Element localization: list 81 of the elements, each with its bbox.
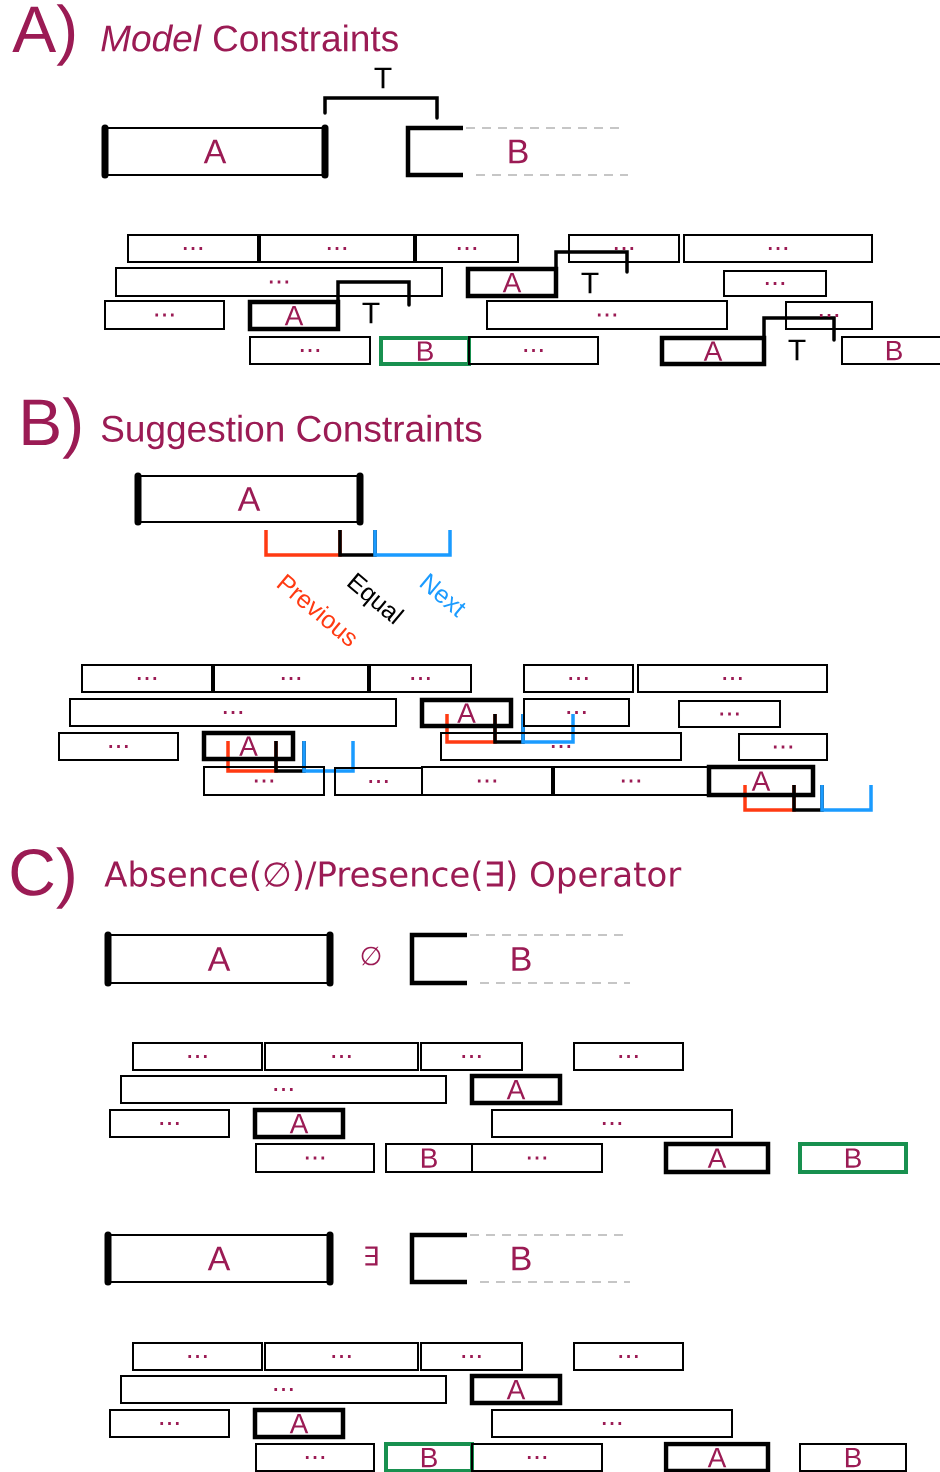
- event-box: B: [379, 336, 471, 366]
- event-box: ...: [109, 1409, 230, 1438]
- event-box: ...: [491, 1409, 733, 1438]
- section-letter: A): [12, 4, 75, 66]
- event-box: A: [252, 1107, 346, 1140]
- event-box: ...: [420, 1042, 523, 1071]
- open-interval: B: [405, 125, 629, 178]
- section-title: Model Constraints: [101, 24, 398, 52]
- event-box: A: [201, 730, 296, 762]
- event-box: ...: [127, 234, 259, 263]
- event-box: ...: [213, 664, 369, 693]
- event-box: B: [385, 1143, 473, 1173]
- event-box: ...: [440, 732, 682, 761]
- event-box: ...: [259, 234, 415, 263]
- event-box: ...: [523, 664, 634, 693]
- event-box: ...: [115, 267, 443, 297]
- event-box: ...: [723, 270, 827, 297]
- event-box: A: [663, 1441, 771, 1472]
- interval-box: A: [101, 124, 329, 179]
- event-box: ...: [486, 300, 728, 330]
- event-box: ...: [491, 1109, 733, 1138]
- event-box: A: [419, 697, 514, 729]
- section-letter: B): [23, 397, 81, 459]
- event-box: ...: [69, 698, 397, 727]
- interval-box: A: [104, 1231, 334, 1286]
- event-box: B: [841, 336, 940, 365]
- event-box: ...: [109, 1109, 230, 1138]
- event-box: ...: [334, 767, 423, 796]
- event-box: ...: [58, 732, 179, 761]
- event-box: ...: [203, 766, 325, 796]
- event-box: A: [469, 1373, 563, 1406]
- event-box: ...: [468, 336, 599, 365]
- event-box: A: [465, 266, 559, 299]
- event-box: ...: [738, 733, 828, 761]
- time-label: T: [581, 272, 599, 294]
- event-box: ...: [369, 664, 472, 693]
- open-interval: B: [409, 932, 631, 986]
- event-box: ...: [683, 234, 873, 263]
- event-box: ...: [132, 1342, 263, 1371]
- event-box: ...: [255, 1443, 375, 1472]
- time-label: T: [788, 339, 806, 361]
- interval-box: A: [134, 472, 364, 526]
- event-box: A: [659, 335, 767, 367]
- section-title: Suggestion Constraints: [101, 414, 482, 450]
- event-box: ...: [264, 1342, 419, 1371]
- event-box: ...: [249, 336, 371, 365]
- event-box: ...: [637, 664, 828, 693]
- event-box: A: [252, 1407, 346, 1440]
- event-box: A: [247, 299, 341, 332]
- event-box: ...: [420, 1342, 523, 1371]
- event-box: ...: [573, 1342, 684, 1371]
- event-box: ...: [471, 1143, 603, 1173]
- open-interval: B: [409, 1232, 631, 1285]
- event-box: ...: [132, 1042, 263, 1071]
- event-box: ...: [471, 1443, 603, 1472]
- section-letter: C): [11, 847, 74, 909]
- section-title: Absence(∅)/Presence(∃) Operator: [104, 860, 682, 894]
- time-label: T: [362, 302, 380, 324]
- event-box: ...: [255, 1143, 375, 1173]
- event-box: ...: [81, 664, 213, 693]
- event-box: ...: [120, 1375, 447, 1404]
- operator-symbol: ∅: [361, 946, 381, 966]
- event-box: ...: [421, 766, 553, 796]
- operator-symbol: ∃: [365, 1246, 378, 1266]
- event-box: B: [799, 1443, 907, 1472]
- event-box: ...: [523, 698, 630, 727]
- event-box: ...: [553, 766, 709, 796]
- event-box: ...: [264, 1042, 419, 1071]
- event-box: ...: [573, 1042, 684, 1071]
- interval-box: A: [104, 931, 334, 987]
- event-box: B: [384, 1442, 474, 1472]
- event-box: B: [798, 1142, 908, 1174]
- event-box: A: [663, 1141, 771, 1175]
- event-box: ...: [120, 1075, 447, 1104]
- event-box: ...: [568, 234, 680, 263]
- event-box: ...: [104, 300, 225, 330]
- time-label: T: [374, 67, 392, 89]
- event-box: A: [706, 764, 816, 798]
- event-box: A: [469, 1073, 563, 1106]
- event-box: ...: [678, 700, 781, 728]
- event-box: ...: [415, 234, 519, 263]
